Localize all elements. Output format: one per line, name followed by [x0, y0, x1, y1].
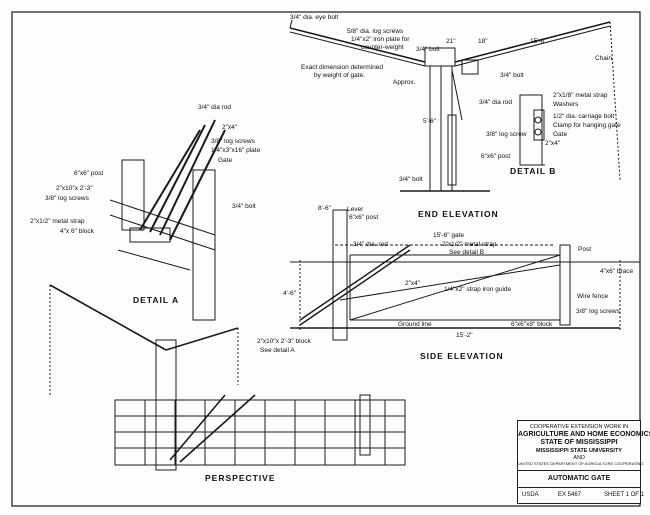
label-rod-b: 3/4" dia rod — [479, 99, 513, 106]
label-log-screws-a: 3/8" log screws — [211, 138, 255, 145]
label-iron-guide: 1/4"x2" strap iron guide — [444, 286, 512, 293]
label-log-screws-top: 5/8" dia. log screws — [347, 28, 404, 35]
end-elevation-drawing — [289, 19, 621, 192]
label-rod-a: 3/4" dia rod — [198, 104, 232, 111]
title-block-line-5: AND — [573, 455, 585, 461]
label-plate-a: 1/4"x3"x16" plate — [211, 147, 261, 154]
title-block-line-1: COOPERATIVE EXTENSION WORK IN — [529, 424, 629, 430]
title-block-divider-1 — [518, 470, 640, 471]
label-washers: Washers — [553, 101, 579, 108]
view-title-detail-b: DETAIL B — [510, 166, 557, 176]
label-exact-dim: Exact dimension determined — [301, 64, 384, 71]
label-gate-a: Gate — [218, 157, 233, 164]
label-block-4x6: 4"x 6" block — [60, 228, 94, 235]
label-post-6x6-s: 6"x6" post — [349, 214, 379, 221]
label-post-s: Post — [578, 246, 592, 253]
label-see-detail-b: See detail B — [449, 249, 485, 256]
label-block-a: 2"x10"x 2'-3" — [56, 185, 93, 192]
title-block-divider-2 — [518, 487, 640, 488]
label-brace: 4"x6" brace — [600, 268, 634, 275]
label-see-detail-a: See detail A — [260, 347, 295, 354]
perspective-drawing — [49, 284, 406, 471]
side-elevation-drawing — [290, 209, 640, 341]
title-block-line-6: UNITED STATES DEPARTMENT OF AGRICULTURE … — [518, 461, 644, 466]
label-2x4-a: 2"x4" — [222, 124, 238, 131]
label-block-6x6: 6"x6"x8" block — [511, 321, 553, 328]
detail-a-drawing — [109, 119, 226, 321]
label-gate-s: 15'-6" gate — [433, 232, 465, 239]
label-post-6x6-a: 6"x6" post — [74, 170, 104, 177]
label-bolt-2: 3/4" bolt — [500, 72, 524, 79]
label-dim-15-6-b: 15'-6" — [530, 38, 547, 45]
view-title-perspective: PERSPECTIVE — [205, 473, 276, 483]
label-lever: Lever — [347, 206, 364, 213]
label-metal-strap-s: 2"x1/2" metal strap — [442, 241, 497, 248]
label-wire-fence: Wire fence — [577, 293, 609, 300]
label-dim-18: 18" — [478, 38, 488, 45]
label-ground-line: Ground line — [398, 321, 432, 328]
label-metal-strap-b: 2"x1/8" metal strap — [553, 92, 608, 99]
label-bolt-a: 3/4" bolt — [232, 203, 256, 210]
label-by-weight: by weight of gate. — [314, 72, 365, 79]
view-title-detail-a: DETAIL A — [133, 295, 180, 305]
label-metal-strap-a: 2"x1/2" metal strap — [30, 218, 85, 225]
label-dim-5-6: 5'-6" — [423, 118, 436, 125]
title-block-sheet: SHEET 1 OF 1 — [604, 492, 644, 498]
view-title-side-elevation: SIDE ELEVATION — [420, 351, 504, 361]
label-dim-21: 21" — [446, 38, 456, 45]
label-iron-plate: 1/4"x2" iron plate for — [351, 36, 410, 43]
title-block-agency: USDA — [522, 492, 539, 498]
title-block-line-4: MISSISSIPPI STATE UNIVERSITY — [536, 448, 622, 454]
label-log-screw-b: 3/8" log screw — [486, 131, 527, 138]
label-dim-4-6: 4'-6" — [283, 290, 296, 297]
title-block-ex-no: EX 5467 — [558, 492, 582, 498]
label-dim-8-6: 8'-6" — [318, 205, 331, 212]
drawing-title: AUTOMATIC GATE — [547, 475, 611, 482]
label-log-screws-a2: 3/8" log screws — [45, 195, 89, 202]
title-block-line-3: STATE OF MISSISSIPPI — [540, 439, 618, 446]
title-block: COOPERATIVE EXTENSION WORK IN AGRICULTUR… — [517, 420, 650, 504]
label-approx: Approx. — [393, 79, 416, 86]
label-chain: Chain — [595, 55, 612, 62]
label-gate-b: Gate — [553, 131, 568, 138]
label-counter-weight: counter-weight — [361, 44, 404, 51]
label-post-6x6-b: 6"x6" post — [481, 153, 511, 160]
label-bolt-1: 3/4" bolt — [416, 46, 440, 53]
label-2x4-s: 2"x4" — [405, 280, 421, 287]
label-2x4-b: 2"x4" — [545, 140, 561, 147]
label-carriage-bolt: 1/2" dia. carriage bolt — [553, 113, 615, 120]
label-dim-15-2: 15'-2" — [456, 332, 473, 339]
label-eye-bolt: 3/4" dia. eye bolt — [290, 14, 339, 21]
label-block-s: 2"x10"x 2'-3" block — [257, 338, 311, 345]
label-clamp: Clamp for hanging gate — [553, 122, 621, 129]
view-title-end-elevation: END ELEVATION — [418, 209, 499, 219]
label-rod-s: 3/4" dia. rod — [353, 241, 388, 248]
title-block-line-2: AGRICULTURE AND HOME ECONOMICS — [518, 431, 650, 438]
detail-b-drawing — [519, 94, 545, 166]
label-bolt-b: 3/4" bolt — [399, 176, 423, 183]
sheet-border — [11, 11, 641, 507]
label-log-screws-s: 3/8" log screws — [576, 308, 620, 315]
